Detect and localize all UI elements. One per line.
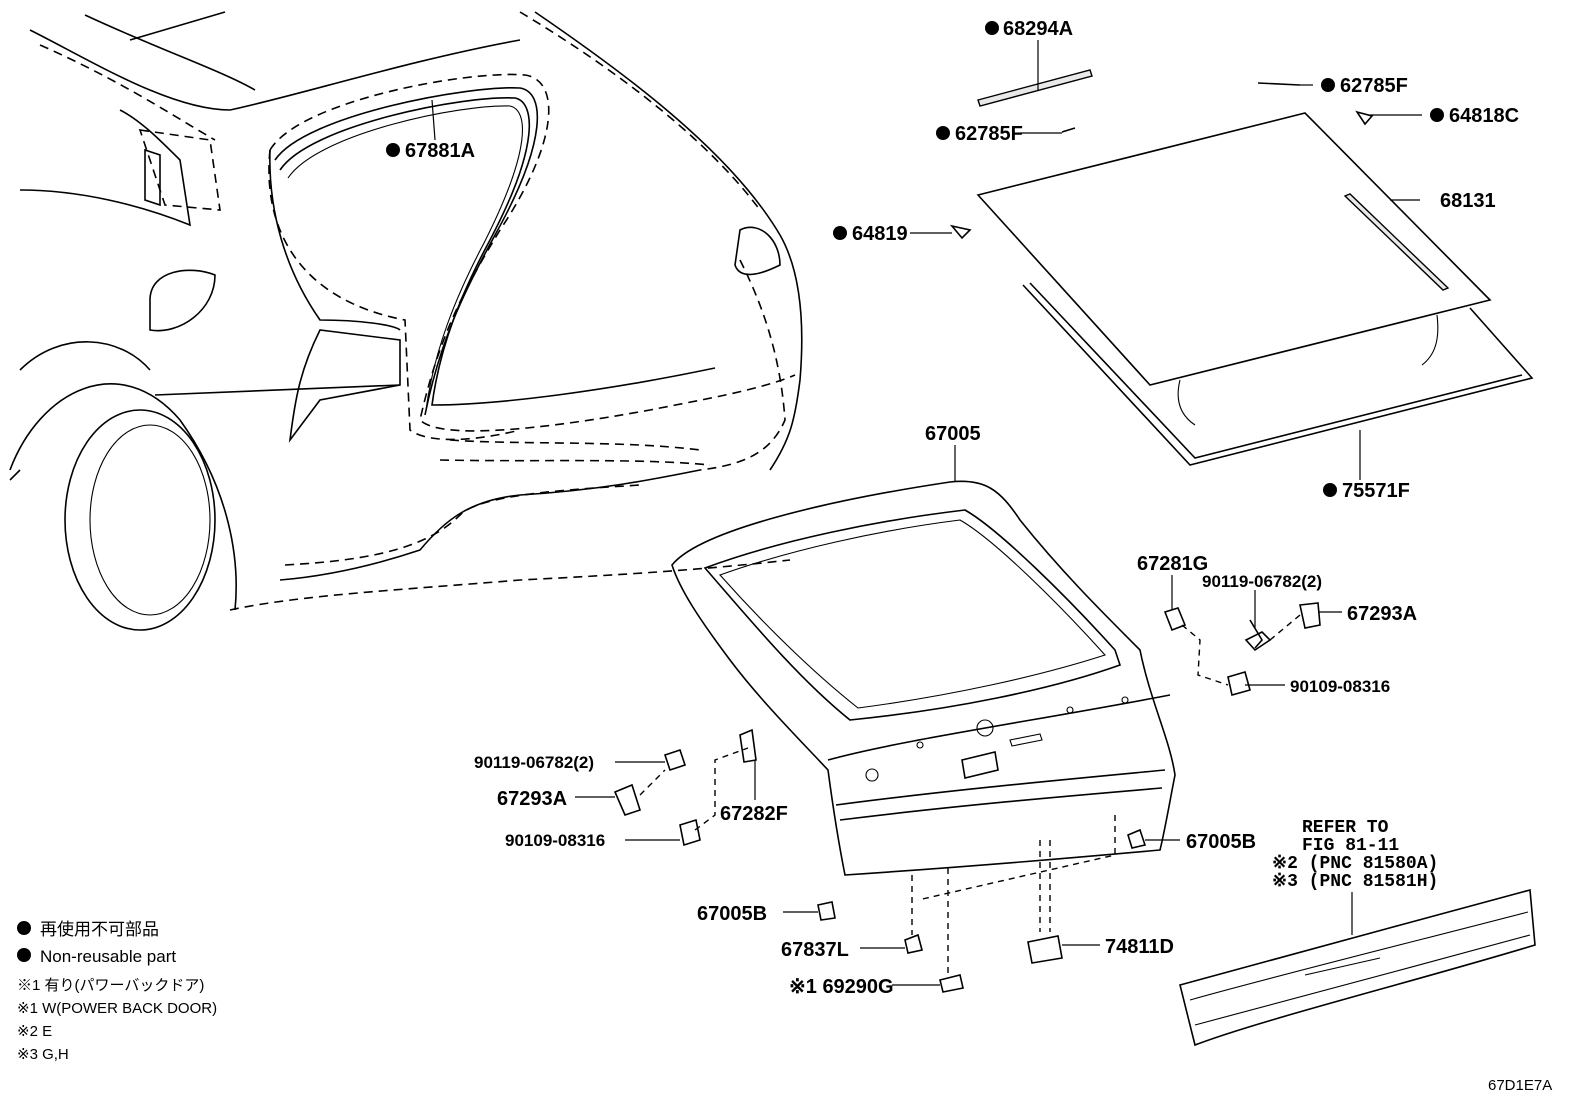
label-62785F-right: 62785F bbox=[1340, 75, 1408, 97]
label-74811D: 74811D bbox=[1105, 936, 1174, 958]
dashed-connectors bbox=[911, 815, 1116, 975]
back-door-glass bbox=[976, 112, 1534, 466]
nonreusable-dot bbox=[833, 226, 847, 240]
stopper-67005B-left bbox=[817, 901, 836, 921]
nonreusable-dot bbox=[1323, 483, 1337, 497]
label-67281G: 67281G bbox=[1137, 553, 1208, 575]
legend-dot-en bbox=[17, 948, 31, 962]
hinge-assembly-left bbox=[613, 728, 757, 847]
label-75571F: 75571F bbox=[1342, 480, 1410, 502]
spacer-62785F-left bbox=[1061, 127, 1076, 133]
leader-lines bbox=[431, 40, 1422, 986]
label-67293A-left: 67293A bbox=[497, 788, 567, 810]
part-labels: 68294A 62785F 64818C 62785F 67881A 68131… bbox=[386, 18, 1519, 998]
nonreusable-dot bbox=[1321, 78, 1335, 92]
label-67005: 67005 bbox=[925, 423, 981, 445]
label-64818C: 64818C bbox=[1449, 105, 1519, 127]
refer-line-4: ※3 (PNC 81581H) bbox=[1272, 872, 1438, 892]
label-90119-06782-left: 90119-06782(2) bbox=[474, 753, 594, 772]
label-90109-08316-left: 90109-08316 bbox=[505, 831, 605, 850]
label-68294A: 68294A bbox=[1003, 18, 1073, 40]
refer-note: REFER TO FIG 81-11 ※2 (PNC 81580A) ※3 (P… bbox=[1272, 818, 1438, 892]
cover-67837L bbox=[904, 933, 923, 954]
legend-jp: 再使用不可部品 bbox=[40, 919, 159, 939]
legend: 再使用不可部品 Non-reusable part ※1 有り(パワーバックドア… bbox=[17, 919, 217, 1063]
stopper-74811D bbox=[1027, 935, 1063, 964]
label-67837L: 67837L bbox=[781, 939, 849, 961]
legend-dot-jp bbox=[17, 921, 31, 935]
label-67293A-right: 67293A bbox=[1347, 603, 1417, 625]
stopper-64819 bbox=[949, 224, 972, 240]
legend-note3: ※3 G,H bbox=[17, 1046, 69, 1063]
label-67005B-left: 67005B bbox=[697, 903, 767, 925]
figure-code: 67D1E7A bbox=[1488, 1077, 1552, 1094]
refer-line-1: REFER TO bbox=[1302, 818, 1389, 838]
nonreusable-dot bbox=[386, 143, 400, 157]
hinge-assembly-right bbox=[1163, 602, 1321, 696]
vehicle-rear-body bbox=[9, 11, 803, 631]
refer-line-2: FIG 81-11 bbox=[1302, 836, 1399, 856]
nonreusable-dot bbox=[1430, 108, 1444, 122]
nonreusable-dot bbox=[936, 126, 950, 140]
back-door-panel bbox=[671, 480, 1176, 876]
clip-68294A bbox=[977, 69, 1093, 107]
nonreusable-dot bbox=[985, 21, 999, 35]
back-door-garnish bbox=[1179, 888, 1536, 1047]
stopper-67005B-right bbox=[1127, 828, 1147, 849]
refer-line-3: ※2 (PNC 81580A) bbox=[1272, 854, 1438, 874]
label-69290G: ※1 69290G bbox=[789, 976, 894, 998]
spacer-62785F-right bbox=[1257, 82, 1301, 86]
legend-note1-en: ※1 W(POWER BACK DOOR) bbox=[17, 1000, 217, 1017]
legend-note2: ※2 E bbox=[17, 1023, 52, 1040]
label-90109-08316-right: 90109-08316 bbox=[1290, 677, 1390, 696]
label-67881A: 67881A bbox=[405, 140, 475, 162]
label-67282F: 67282F bbox=[720, 803, 788, 825]
sensor-69290G bbox=[939, 974, 964, 993]
label-67005B-right: 67005B bbox=[1186, 831, 1256, 853]
label-62785F-left: 62785F bbox=[955, 123, 1023, 145]
legend-en: Non-reusable part bbox=[40, 947, 176, 966]
label-90119-06782-right: 90119-06782(2) bbox=[1202, 572, 1322, 591]
label-68131: 68131 bbox=[1440, 190, 1496, 212]
legend-note1-jp: ※1 有り(パワーバックドア) bbox=[17, 977, 204, 994]
label-64819: 64819 bbox=[852, 223, 908, 245]
stopper-64818C bbox=[1355, 110, 1374, 126]
